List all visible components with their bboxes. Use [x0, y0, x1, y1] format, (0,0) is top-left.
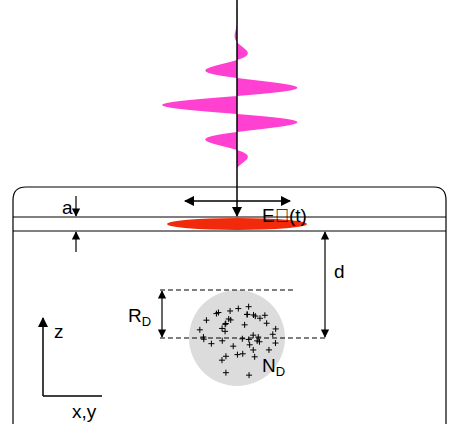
plus-sign	[264, 320, 270, 326]
width-label: a	[62, 198, 73, 217]
axis-label: z	[54, 322, 64, 341]
plus-sign	[252, 354, 258, 360]
radius-label: RD	[128, 306, 151, 328]
dashed-line	[160, 290, 296, 291]
distance-label: d	[334, 262, 345, 281]
plus-sign	[235, 306, 241, 312]
plus-sign	[227, 308, 233, 314]
field-label: E⃗(t)	[262, 206, 307, 225]
plus-sign	[270, 331, 276, 337]
density-label: ND	[262, 356, 285, 378]
xy-axis	[43, 395, 102, 397]
plus-sign	[203, 317, 209, 323]
plus-sign	[242, 322, 248, 328]
width-arrow	[75, 232, 76, 252]
polarization-arrow	[185, 200, 290, 202]
plus-sign	[251, 312, 257, 318]
plus-sign	[219, 325, 225, 331]
well-bottom	[13, 231, 446, 232]
plus-sign	[230, 343, 236, 349]
sample-outline	[13, 187, 446, 424]
plus-sign	[250, 347, 256, 353]
plus-sign	[244, 311, 250, 317]
plus-sign	[262, 312, 268, 318]
plus-sign	[266, 347, 272, 353]
propagation-arrow	[236, 0, 238, 216]
plus-sign	[246, 372, 252, 378]
plus-sign	[244, 312, 250, 318]
plus-sign	[200, 334, 206, 340]
plus-sign	[239, 336, 245, 342]
plus-sign	[223, 321, 229, 327]
plus-sign	[223, 353, 229, 359]
plus-sign	[219, 357, 225, 363]
plus-sign	[247, 342, 253, 348]
plus-sign	[208, 341, 214, 347]
wave-lobes	[162, 6, 298, 168]
plus-sign	[256, 339, 262, 345]
well-top	[13, 217, 446, 218]
plus-sign	[246, 336, 252, 342]
plus-sign	[234, 352, 240, 358]
plus-sign	[273, 326, 279, 332]
plus-sign	[197, 327, 203, 333]
width-arrow	[75, 196, 76, 216]
plus-sign	[255, 334, 261, 340]
distance-arrow	[324, 232, 325, 337]
axis-label: x,y	[72, 402, 96, 421]
plus-sign	[272, 340, 278, 346]
radius-arrow	[161, 291, 162, 337]
plus-sign	[222, 328, 228, 334]
plus-sign	[240, 351, 246, 357]
plus-sign	[219, 338, 225, 344]
plus-sign	[223, 370, 229, 376]
plus-sign	[222, 321, 228, 327]
z-axis	[42, 318, 44, 396]
plus-sign	[257, 315, 263, 321]
plus-sign	[246, 304, 252, 310]
plus-sign	[213, 311, 219, 317]
wave-packet	[162, 6, 298, 168]
dashed-line	[160, 338, 326, 339]
plus-sign	[226, 316, 232, 322]
